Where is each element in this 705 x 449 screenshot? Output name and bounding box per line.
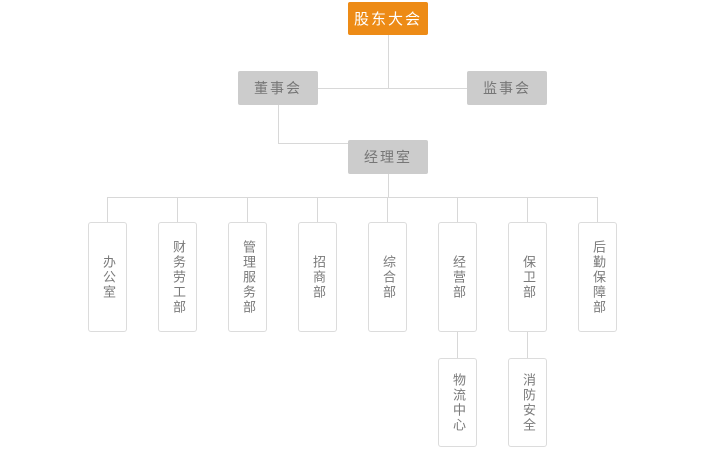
node-shareholders-meeting-label: 股东大会 bbox=[353, 10, 422, 28]
connector-board-down bbox=[278, 105, 279, 143]
connector-drop-dept-5 bbox=[387, 197, 388, 222]
node-department-operations-label: 经营部 bbox=[450, 254, 465, 300]
connector-drop-dept-1 bbox=[107, 197, 108, 222]
connector-drop-dept-7 bbox=[527, 197, 528, 222]
node-board-of-supervisors-label: 监事会 bbox=[483, 81, 531, 97]
node-board-of-supervisors[interactable]: 监事会 bbox=[467, 71, 547, 105]
connector-department-bus bbox=[107, 197, 598, 198]
node-department-finance-labor-label: 财务劳工部 bbox=[170, 239, 185, 315]
node-board-of-directors-label: 董事会 bbox=[254, 81, 302, 97]
connector-security-to-fire-safety bbox=[527, 332, 528, 358]
connector-drop-dept-3 bbox=[247, 197, 248, 222]
connector-root-down bbox=[388, 35, 389, 88]
node-department-operations[interactable]: 经营部 bbox=[438, 222, 477, 332]
node-department-finance-labor[interactable]: 财务劳工部 bbox=[158, 222, 197, 332]
node-department-investment[interactable]: 招商部 bbox=[298, 222, 337, 332]
connector-level2-bus bbox=[318, 88, 467, 89]
node-subdepartment-fire-safety[interactable]: 消防安全 bbox=[508, 358, 547, 447]
connector-drop-dept-2 bbox=[177, 197, 178, 222]
node-manager-office[interactable]: 经理室 bbox=[348, 140, 428, 174]
connector-manager-down bbox=[388, 174, 389, 197]
node-department-security[interactable]: 保卫部 bbox=[508, 222, 547, 332]
node-department-investment-label: 招商部 bbox=[310, 254, 325, 300]
node-subdepartment-logistics-center-label: 物流中心 bbox=[450, 372, 465, 433]
connector-drop-dept-4 bbox=[317, 197, 318, 222]
node-department-logistics-support[interactable]: 后勤保障部 bbox=[578, 222, 617, 332]
node-department-office[interactable]: 办公室 bbox=[88, 222, 127, 332]
node-shareholders-meeting[interactable]: 股东大会 bbox=[348, 2, 428, 35]
connector-drop-dept-8 bbox=[597, 197, 598, 222]
node-department-general[interactable]: 综合部 bbox=[368, 222, 407, 332]
connector-operations-to-logistics-center bbox=[457, 332, 458, 358]
node-department-management-service[interactable]: 管理服务部 bbox=[228, 222, 267, 332]
connector-board-to-manager bbox=[278, 143, 348, 144]
node-department-logistics-support-label: 后勤保障部 bbox=[590, 239, 605, 315]
node-manager-office-label: 经理室 bbox=[364, 150, 412, 166]
connector-drop-dept-6 bbox=[457, 197, 458, 222]
node-department-management-service-label: 管理服务部 bbox=[240, 239, 255, 315]
node-department-office-label: 办公室 bbox=[100, 254, 115, 300]
node-subdepartment-fire-safety-label: 消防安全 bbox=[520, 372, 535, 433]
node-board-of-directors[interactable]: 董事会 bbox=[238, 71, 318, 105]
node-subdepartment-logistics-center[interactable]: 物流中心 bbox=[438, 358, 477, 447]
node-department-general-label: 综合部 bbox=[380, 254, 395, 300]
node-department-security-label: 保卫部 bbox=[520, 254, 535, 300]
